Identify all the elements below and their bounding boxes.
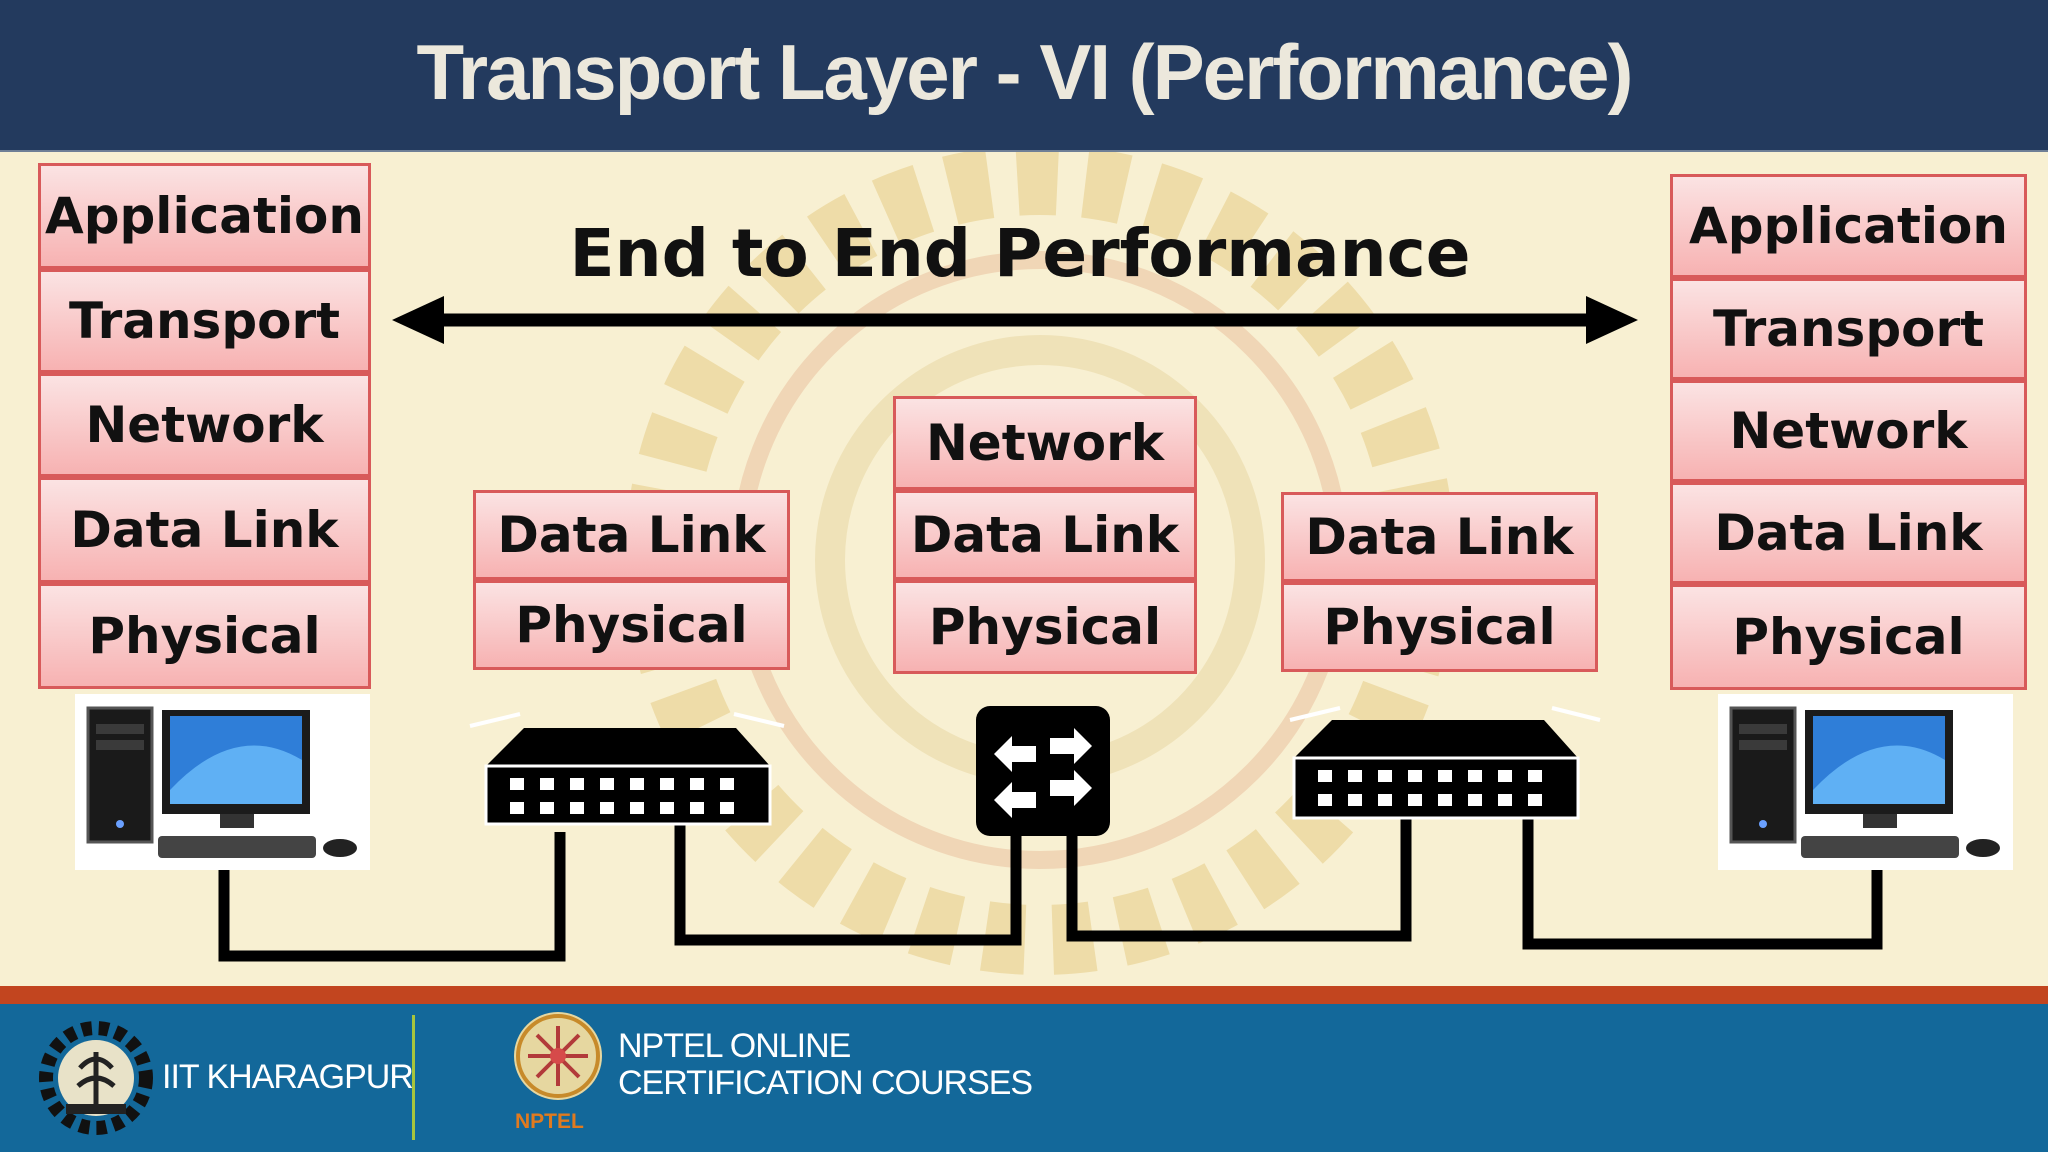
cable-router-to-switch-right bbox=[1066, 818, 1412, 942]
left-switch-data-link: Data Link bbox=[473, 490, 790, 580]
right-switch-stack: Data Link Physical bbox=[1281, 492, 1598, 672]
footer-bar bbox=[0, 1004, 2048, 1152]
router-stack: Network Data Link Physical bbox=[893, 396, 1197, 674]
left-switch-icon bbox=[469, 712, 785, 826]
cable-switch-to-host-right bbox=[1522, 818, 1883, 950]
left-host-transport: Transport bbox=[38, 269, 371, 373]
footer-divider bbox=[412, 1015, 415, 1140]
title-bar bbox=[0, 0, 2048, 152]
right-host-transport: Transport bbox=[1670, 278, 2027, 380]
left-computer-icon bbox=[75, 694, 370, 870]
left-host-network: Network bbox=[38, 373, 371, 477]
left-host-physical: Physical bbox=[38, 583, 371, 689]
left-host-application: Application bbox=[38, 163, 371, 269]
right-computer-icon bbox=[1718, 694, 2013, 870]
right-host-data-link: Data Link bbox=[1670, 482, 2027, 584]
router-network: Network bbox=[893, 396, 1197, 490]
right-switch-icon bbox=[1289, 706, 1601, 820]
left-host-data-link: Data Link bbox=[38, 477, 371, 583]
left-switch-stack: Data Link Physical bbox=[473, 490, 790, 670]
right-host-stack: Application Transport Network Data Link … bbox=[1670, 174, 2027, 690]
left-host-stack: Application Transport Network Data Link … bbox=[38, 163, 371, 689]
institute-name: IIT KHARAGPUR bbox=[162, 1058, 414, 1096]
right-host-physical: Physical bbox=[1670, 584, 2027, 690]
router-icon bbox=[976, 706, 1110, 836]
right-host-application: Application bbox=[1670, 174, 2027, 278]
slide-title: Transport Layer - VI (Performance) bbox=[416, 28, 1633, 116]
network-cables bbox=[218, 818, 1883, 962]
router-physical: Physical bbox=[893, 580, 1197, 674]
program-line-1: NPTEL ONLINE bbox=[618, 1027, 851, 1065]
end-to-end-heading: End to End Performance bbox=[569, 214, 1471, 292]
nptel-mark: NPTEL bbox=[515, 1110, 584, 1133]
router-data-link: Data Link bbox=[893, 490, 1197, 580]
right-switch-data-link: Data Link bbox=[1281, 492, 1598, 582]
right-switch-physical: Physical bbox=[1281, 582, 1598, 672]
cable-host-to-switch-left bbox=[218, 832, 566, 962]
footer-stripe bbox=[0, 986, 2048, 1004]
right-host-network: Network bbox=[1670, 380, 2027, 482]
cable-switch-to-router bbox=[674, 822, 1022, 946]
program-line-2: CERTIFICATION COURSES bbox=[618, 1064, 1033, 1102]
left-switch-physical: Physical bbox=[473, 580, 790, 670]
